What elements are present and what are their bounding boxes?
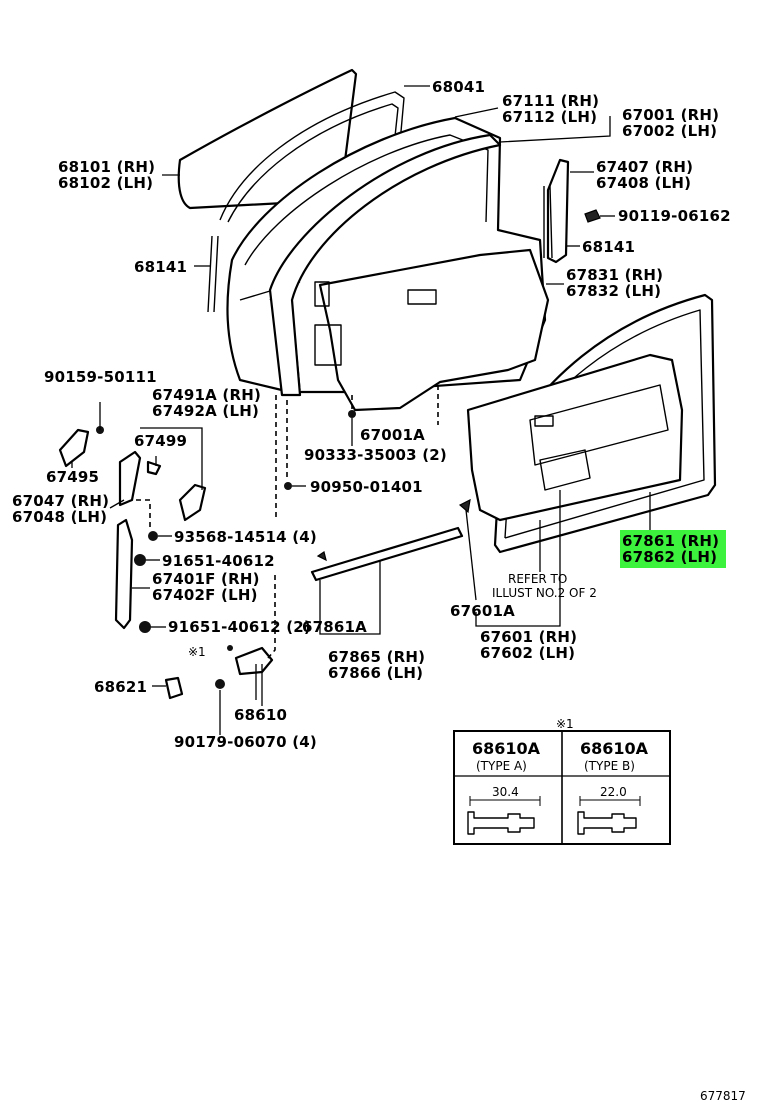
table-col-a-part[interactable]: 68610A: [472, 739, 541, 758]
pin-b-icon: [577, 811, 637, 835]
callout-star1[interactable]: ※1: [188, 645, 206, 659]
panel-hole-b: [314, 324, 342, 366]
callout-68141-right[interactable]: 68141: [582, 238, 635, 256]
highlight-67861: [620, 530, 726, 568]
bolt-90179: [215, 679, 225, 689]
callout-68041[interactable]: 68041: [432, 78, 485, 96]
leader-67047: [109, 499, 125, 509]
bolt-91651-a: [134, 554, 146, 566]
table-col-a-type: (TYPE A): [476, 759, 527, 773]
clip-90950: [284, 482, 292, 490]
callout-67861[interactable]: 67861 (RH): [622, 532, 719, 550]
refer-note-line2: ILLUST NO.2 OF 2: [492, 586, 597, 600]
callout-67861a[interactable]: 67861A: [302, 618, 367, 636]
window-regulator: [114, 518, 134, 630]
dash-check: [267, 575, 276, 659]
leader-67601: [475, 490, 561, 627]
callout-67047[interactable]: 67047 (RH): [12, 492, 109, 510]
belt-moulding-end: [316, 551, 327, 562]
door-frame-rh: [268, 133, 502, 397]
callout-90333[interactable]: 90333-35003 (2): [304, 446, 447, 464]
door-check-arm: [255, 664, 263, 700]
callout-90950[interactable]: 90950-01401: [310, 478, 423, 496]
callout-90179[interactable]: 90179-06070 (4): [174, 733, 317, 751]
pin-star1: [227, 645, 233, 651]
door-trim-handle: [534, 415, 554, 427]
glass-run-frame: [219, 91, 405, 223]
leader-67601a: [465, 509, 477, 601]
callout-93568[interactable]: 93568-14514 (4): [174, 528, 317, 546]
bolt-91651-b: [139, 621, 151, 633]
door-trim-board: [466, 353, 684, 522]
leader-67491: [140, 427, 203, 490]
panel-hole-a: [314, 281, 330, 307]
division-bar-run: [543, 185, 553, 259]
callout-67601[interactable]: 67601 (RH): [480, 628, 577, 646]
type-table: 68610A (TYPE A) 68610A (TYPE B) 30.4 22.…: [453, 730, 671, 845]
inside-handle: [178, 483, 207, 522]
callout-67601a[interactable]: 67601A: [450, 602, 515, 620]
callout-67499[interactable]: 67499: [134, 432, 187, 450]
callout-67831[interactable]: 67831 (RH): [566, 266, 663, 284]
screw-93568: [148, 531, 158, 541]
door-check: [234, 646, 274, 676]
screw-90119: [584, 209, 601, 223]
table-marker: ※1: [556, 717, 574, 731]
callout-67001[interactable]: 67001 (RH): [622, 106, 719, 124]
lock-cylinder: [146, 460, 162, 476]
door-trim-pocket: [529, 384, 669, 491]
callout-67866[interactable]: 67866 (LH): [328, 664, 423, 682]
refer-note-line1: REFER TO: [508, 572, 567, 586]
callout-67491[interactable]: 67491A (RH): [152, 386, 261, 404]
door-inner-panel: [318, 248, 550, 412]
callout-68621[interactable]: 68621: [94, 678, 147, 696]
callout-67402[interactable]: 67402F (LH): [152, 586, 258, 604]
callout-67492[interactable]: 67492A (LH): [152, 402, 259, 420]
leader-67001: [499, 116, 611, 143]
callout-67401[interactable]: 67401F (RH): [152, 570, 260, 588]
callout-67001a[interactable]: 67001A: [360, 426, 425, 444]
panel-opening: [407, 289, 437, 305]
leader-67861a: [319, 560, 381, 635]
callout-68101[interactable]: 68101 (RH): [58, 158, 155, 176]
table-col-b-type: (TYPE B): [584, 759, 635, 773]
division-bar: [546, 158, 570, 264]
callout-67832[interactable]: 67832 (LH): [566, 282, 661, 300]
callout-91651-a[interactable]: 91651-40612: [162, 552, 275, 570]
callout-67862[interactable]: 67862 (LH): [622, 548, 717, 566]
callout-68102[interactable]: 68102 (LH): [58, 174, 153, 192]
callout-67112[interactable]: 67112 (LH): [502, 108, 597, 126]
callout-67495[interactable]: 67495: [46, 468, 99, 486]
callout-90159[interactable]: 90159-50111: [44, 368, 157, 386]
pin-b-dimension: 22.0: [600, 785, 627, 799]
hinge-68621: [164, 676, 184, 700]
door-lock: [118, 450, 142, 507]
illustration-number: 677817: [700, 1089, 746, 1103]
callout-91651-b[interactable]: 91651-40612 (2): [168, 618, 311, 636]
pin-a-dimension: 30.4: [492, 785, 519, 799]
callout-67602[interactable]: 67602 (LH): [480, 644, 575, 662]
callout-90119[interactable]: 90119-06162: [618, 207, 731, 225]
trim-clip-67601a: [458, 498, 471, 514]
callout-67048[interactable]: 67048 (LH): [12, 508, 107, 526]
callout-68610[interactable]: 68610: [234, 706, 287, 724]
callout-67002[interactable]: 67002 (LH): [622, 122, 717, 140]
pin-a-icon: [467, 811, 535, 835]
callout-67407[interactable]: 67407 (RH): [596, 158, 693, 176]
callout-67111[interactable]: 67111 (RH): [502, 92, 599, 110]
belt-moulding: [310, 526, 464, 582]
callout-67865[interactable]: 67865 (RH): [328, 648, 425, 666]
callout-67408[interactable]: 67408 (LH): [596, 174, 691, 192]
table-col-b-part[interactable]: 68610A: [580, 739, 649, 758]
callout-68141-left[interactable]: 68141: [134, 258, 187, 276]
clip-90333: [348, 410, 356, 418]
glass-run-front: [207, 235, 219, 313]
dash-lock: [136, 499, 151, 530]
outside-handle: [58, 428, 90, 468]
leader-67111: [454, 107, 499, 118]
